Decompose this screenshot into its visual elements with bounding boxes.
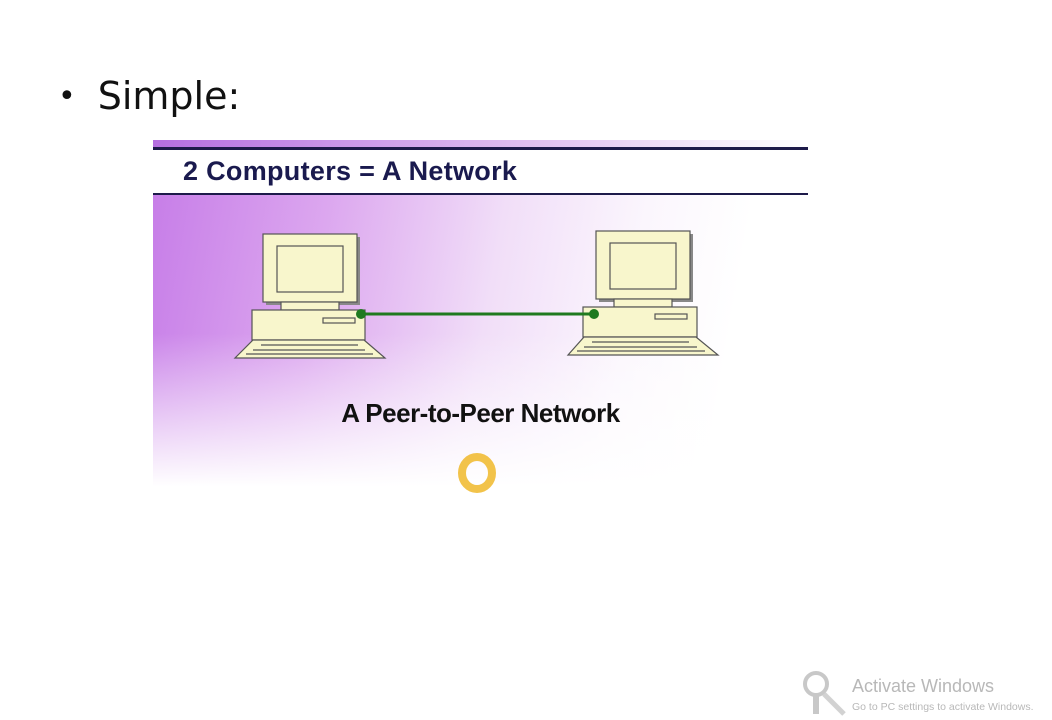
title-rule-bottom [153, 193, 808, 196]
top-stripe [153, 140, 808, 147]
computer-right-icon [566, 230, 720, 356]
bullet-dot: • [58, 78, 76, 114]
slide-title: 2 Computers = A Network [183, 156, 518, 186]
watermark-title: Activate Windows [852, 676, 995, 696]
sun-logo-icon [458, 453, 496, 493]
bullet-item: • Simple: [58, 74, 240, 118]
activate-windows-watermark: Activate Windows Go to PC settings to ac… [800, 668, 1048, 718]
network-diagram-image: 2 Computers = A Network [153, 140, 808, 502]
key-icon [803, 671, 846, 716]
bullet-text: Simple: [97, 74, 241, 118]
diagram-svg [233, 230, 720, 493]
computer-left-icon [233, 233, 387, 359]
diagram-caption: A Peer-to-Peer Network [341, 398, 620, 428]
watermark-subtitle: Go to PC settings to activate Windows. [852, 701, 1034, 713]
title-rule-top [153, 147, 808, 150]
network-cable [356, 309, 599, 319]
